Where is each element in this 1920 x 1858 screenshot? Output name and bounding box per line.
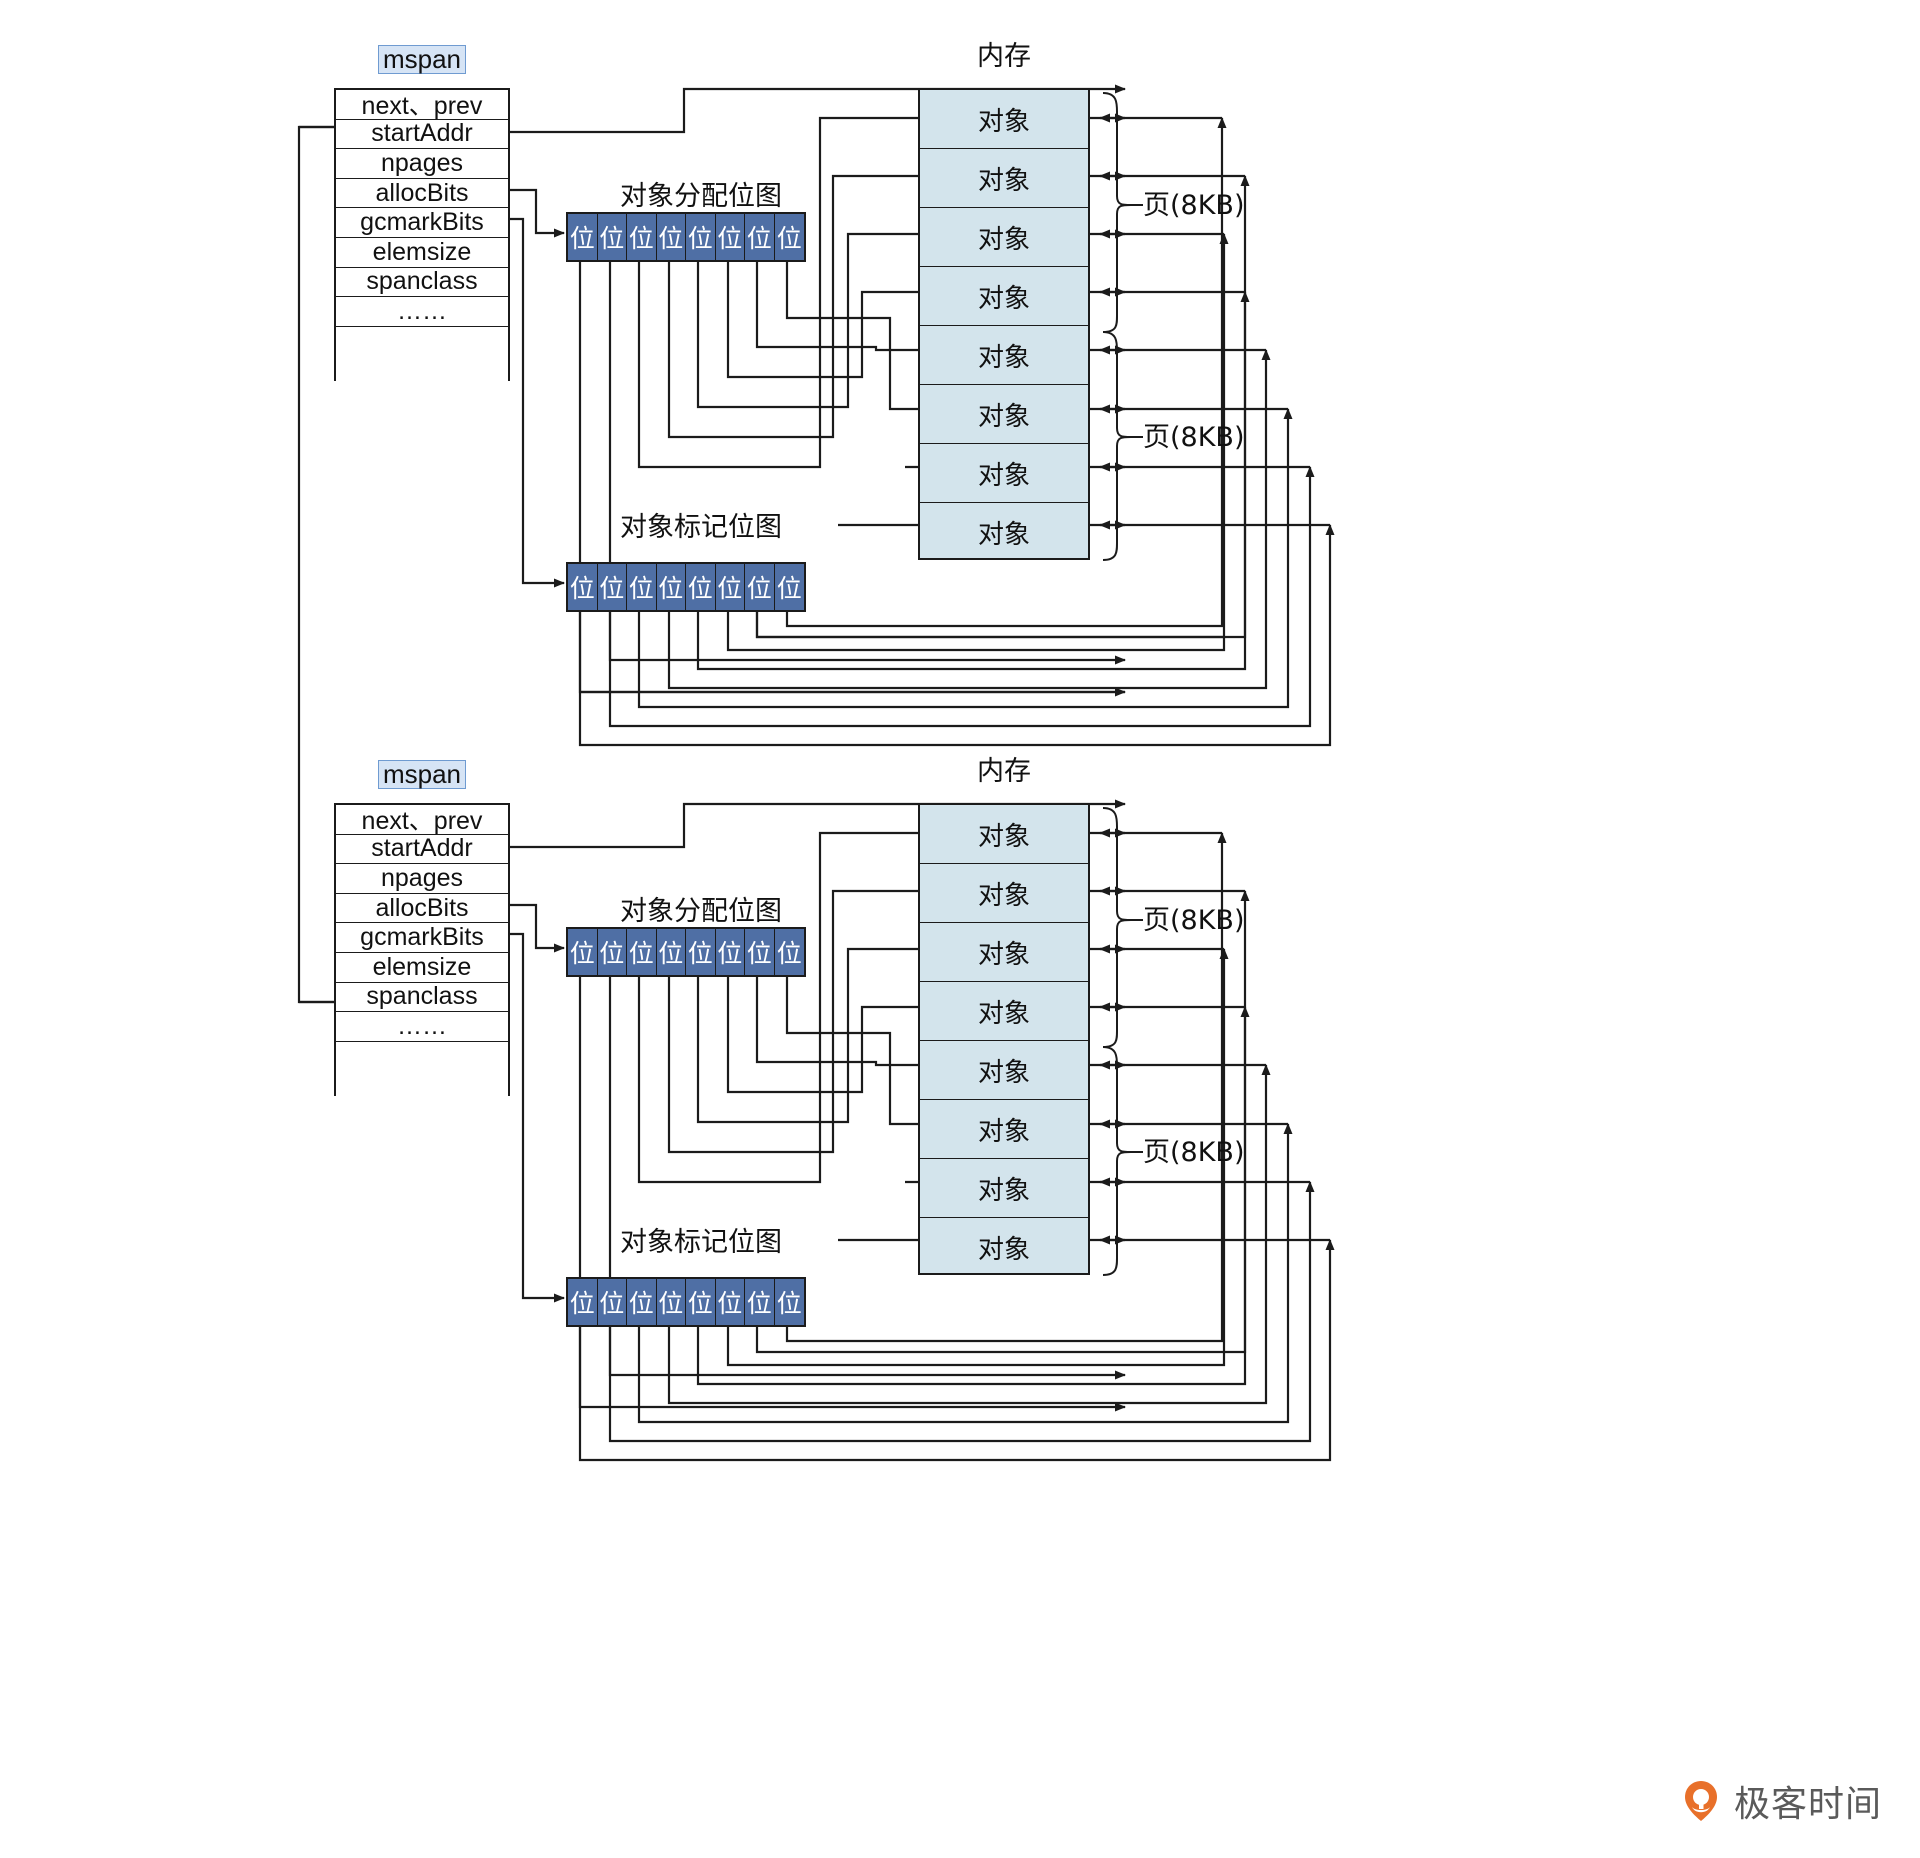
memory-title-lower: 内存 (977, 756, 1031, 787)
bit-cell: 位 (686, 214, 716, 260)
bit-cell: 位 (686, 1279, 716, 1325)
memory-object-row: 对象 (920, 385, 1088, 444)
mspan-field-blank (336, 1041, 508, 1106)
mspan-field-allocbits: allocBits (336, 894, 508, 924)
memory-object-row: 对象 (920, 444, 1088, 503)
mspan-field-elemsize: elemsize (336, 238, 508, 268)
bit-cell: 位 (776, 224, 802, 253)
bit-cell: 位 (657, 564, 686, 610)
bit-cell: 位 (686, 929, 716, 975)
memory-object-row: 对象 (920, 982, 1088, 1041)
bit-cell: 位 (657, 929, 686, 975)
mspan-field-elemsize: elemsize (336, 953, 508, 983)
bit-cell: 位 (568, 929, 598, 975)
mspan-field-ellipsis: …… (336, 1012, 508, 1042)
geekbang-logo-icon (1678, 1778, 1724, 1824)
memory-object-row: 对象 (920, 805, 1088, 864)
mspan-field-allocbits: allocBits (336, 179, 508, 209)
mspan-field-spanclass: spanclass (336, 267, 508, 298)
bit-cell: 位 (568, 564, 598, 610)
bit-cell: 位 (776, 1289, 802, 1318)
bit-cell: 位 (598, 214, 627, 260)
bit-cell: 位 (627, 214, 657, 260)
alloc-bitmap-title-lower: 对象分配位图 (620, 896, 782, 927)
mspan-struct-lower: next、prev startAddr npages allocBits gcm… (334, 803, 510, 1106)
bit-cell: 位 (745, 1279, 775, 1325)
bit-cell: 位 (627, 564, 657, 610)
page-label-upper-1: 页(8KB) (1143, 190, 1245, 221)
memory-object-row: 对象 (920, 90, 1088, 149)
bit-cell: 位 (598, 1279, 627, 1325)
bit-cell: 位 (776, 574, 802, 603)
mspan-title-chip-upper: mspan (378, 44, 466, 74)
alloc-bitmap-upper: 位 位 位 位 位 位 位 位 (566, 212, 806, 262)
bit-cell: 位 (568, 214, 598, 260)
mspan-field-startaddr: startAddr (336, 834, 508, 865)
mspan-field-spanclass: spanclass (336, 982, 508, 1013)
mark-bitmap-title-upper: 对象标记位图 (620, 512, 782, 543)
bit-cell: 位 (745, 929, 775, 975)
mspan-field-next-prev: next、prev (336, 90, 508, 120)
bit-cell: 位 (716, 564, 745, 610)
mspan-field-ellipsis: …… (336, 297, 508, 327)
memory-object-row: 对象 (920, 267, 1088, 326)
memory-object-row: 对象 (977, 519, 1030, 550)
page-label-lower-2: 页(8KB) (1143, 1137, 1245, 1168)
watermark-text: 极客时间 (1734, 1784, 1883, 1825)
bit-cell: 位 (568, 1279, 598, 1325)
memory-column-lower: 对象 对象 对象 对象 对象 对象 对象 对象 (918, 803, 1090, 1275)
memory-object-row: 对象 (920, 149, 1088, 208)
mspan-field-npages: npages (336, 864, 508, 894)
bit-cell: 位 (598, 929, 627, 975)
bit-cell: 位 (627, 929, 657, 975)
memory-object-row: 对象 (920, 923, 1088, 982)
page-label-lower-1: 页(8KB) (1143, 905, 1245, 936)
bit-cell: 位 (745, 214, 775, 260)
bit-cell: 位 (657, 214, 686, 260)
memory-object-row: 对象 (920, 1159, 1088, 1218)
mark-bitmap-title-lower: 对象标记位图 (620, 1227, 782, 1258)
mspan-field-gcmarkbits: gcmarkBits (336, 208, 508, 238)
memory-object-row: 对象 (920, 1100, 1088, 1159)
alloc-bitmap-title-upper: 对象分配位图 (620, 181, 782, 212)
bit-cell: 位 (686, 564, 716, 610)
memory-object-row: 对象 (920, 208, 1088, 267)
page-label-upper-2: 页(8KB) (1143, 422, 1245, 453)
mspan-field-blank (336, 326, 508, 391)
alloc-bitmap-lower: 位 位 位 位 位 位 位 位 (566, 927, 806, 977)
mspan-struct-upper: next、prev startAddr npages allocBits gcm… (334, 88, 510, 391)
bit-cell: 位 (657, 1279, 686, 1325)
mark-bitmap-upper: 位 位 位 位 位 位 位 位 (566, 562, 806, 612)
bit-cell: 位 (776, 939, 802, 968)
mspan-field-gcmarkbits: gcmarkBits (336, 923, 508, 953)
mspan-field-npages: npages (336, 149, 508, 179)
bit-cell: 位 (716, 214, 745, 260)
memory-column-upper: 对象 对象 对象 对象 对象 对象 对象 对象 (918, 88, 1090, 560)
memory-object-row: 对象 (920, 1041, 1088, 1100)
mspan-title-chip-lower: mspan (378, 759, 466, 789)
memory-title-upper: 内存 (977, 41, 1031, 72)
memory-object-row: 对象 (920, 864, 1088, 923)
bit-cell: 位 (598, 564, 627, 610)
mspan-field-next-prev: next、prev (336, 805, 508, 835)
mark-bitmap-lower: 位 位 位 位 位 位 位 位 (566, 1277, 806, 1327)
bit-cell: 位 (716, 929, 745, 975)
mspan-field-startaddr: startAddr (336, 119, 508, 150)
watermark: 极客时间 (1678, 1775, 1882, 1827)
bit-cell: 位 (627, 1279, 657, 1325)
bit-cell: 位 (716, 1279, 745, 1325)
memory-object-row: 对象 (920, 326, 1088, 385)
memory-object-row: 对象 (977, 1234, 1030, 1265)
bit-cell: 位 (745, 564, 775, 610)
